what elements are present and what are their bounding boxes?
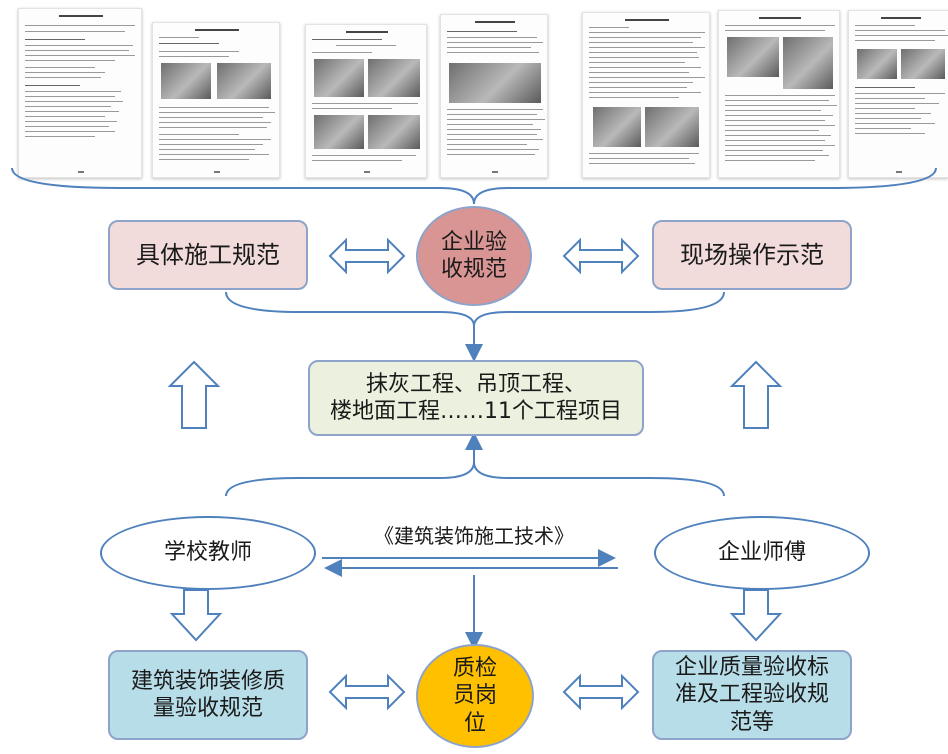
up-arrow-left xyxy=(167,360,221,429)
enterprise-quality-standards-label: 企业质量验收标准及工程验收规范等 xyxy=(674,654,829,735)
doc-page-7 xyxy=(848,10,948,178)
enterprise-acceptance-specs-label: 企业验收规范 xyxy=(440,229,507,283)
decoration-acceptance-specs-box: 建筑装饰装修质量验收规范 xyxy=(108,650,308,740)
down-arrow-left xyxy=(169,589,223,642)
lower-brace xyxy=(225,461,725,497)
enterprise-quality-standards-box: 企业质量验收标准及工程验收规范等 xyxy=(652,650,852,740)
doc-page-3 xyxy=(305,24,427,178)
quality-inspector-label: 质检员岗位 xyxy=(452,655,497,736)
document-scans xyxy=(0,0,948,190)
projects-line-2: 楼地面工程……11个工程项目 xyxy=(330,399,622,424)
double-arrow-bottom-left xyxy=(328,673,406,711)
specific-construction-specs-box: 具体施工规范 xyxy=(108,220,308,290)
projects-box: 抹灰工程、吊顶工程、 楼地面工程……11个工程项目 xyxy=(308,360,644,436)
school-teacher-label: 学校教师 xyxy=(163,540,252,566)
doc-page-1 xyxy=(18,8,142,178)
specific-construction-specs-label: 具体施工规范 xyxy=(136,241,280,269)
doc-page-4 xyxy=(440,14,548,178)
doc-page-5 xyxy=(582,12,710,178)
double-arrow-top-right xyxy=(562,237,640,275)
enterprise-acceptance-specs-circle: 企业验收规范 xyxy=(416,206,532,306)
enterprise-master-label: 企业师傅 xyxy=(717,540,806,566)
enterprise-master-ellipse: 企业师傅 xyxy=(654,516,870,590)
up-arrow-right xyxy=(729,360,783,429)
down-arrow-right xyxy=(729,589,783,642)
double-arrow-top-left xyxy=(328,237,406,275)
doc-page-6 xyxy=(718,10,840,178)
on-site-demo-label: 现场操作示范 xyxy=(680,241,824,269)
school-teacher-ellipse: 学校教师 xyxy=(100,516,316,590)
double-arrow-bottom-right xyxy=(562,673,640,711)
decoration-acceptance-specs-label: 建筑装饰装修质量验收规范 xyxy=(130,668,285,722)
quality-inspector-circle: 质检员岗位 xyxy=(416,644,534,748)
on-site-demo-box: 现场操作示范 xyxy=(652,220,852,290)
projects-line-1: 抹灰工程、吊顶工程、 xyxy=(365,371,586,397)
textbook-title: 《建筑装饰施工技术》 xyxy=(374,524,574,548)
top-brace xyxy=(11,167,937,205)
doc-page-2 xyxy=(152,22,280,178)
